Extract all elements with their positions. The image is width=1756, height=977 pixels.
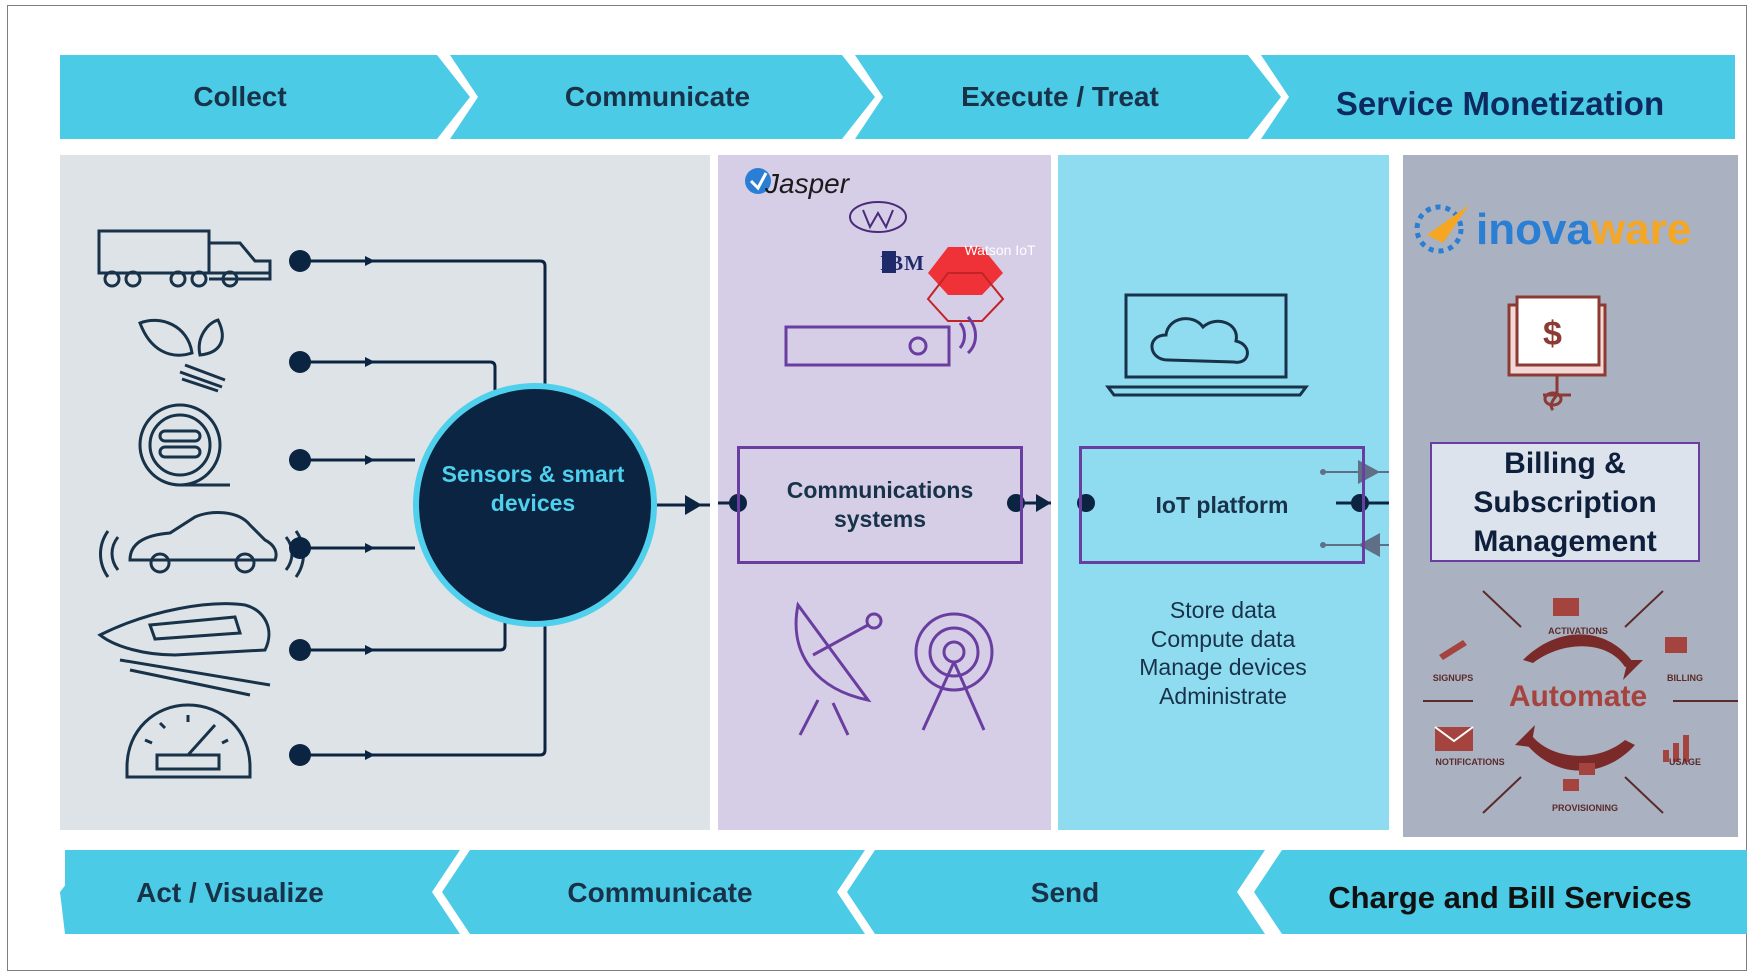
stage-collect: Collect: [193, 81, 287, 112]
jasper-logo-icon: [745, 168, 771, 194]
ibm-logo-text: IBM: [880, 251, 925, 275]
watson-logo-icon: [928, 247, 1003, 295]
usage-label: USAGE: [1668, 757, 1701, 767]
platform-function-manage: Manage devices: [1139, 654, 1307, 680]
top-chevron-collect: [60, 55, 470, 139]
monetization-graphics: $: [1414, 204, 1738, 814]
hub-circle: [419, 389, 651, 621]
stage-communicate: Communicate: [564, 81, 751, 112]
hub-label: Sensors & smart devices: [441, 461, 625, 516]
communications-graphics: [718, 168, 1051, 736]
top-chevron-execute: [855, 55, 1281, 139]
satellite-dish-icon: [794, 601, 883, 736]
billing-icon: [1665, 637, 1687, 653]
billing-subscription-label: Billing & Subscription Management: [1473, 446, 1657, 558]
gauge-icon: [125, 703, 252, 779]
automate-cycle: [1423, 590, 1738, 814]
billing-monitor-icon: $: [1507, 295, 1607, 412]
stage-send: Send: [1030, 877, 1100, 908]
bottom-chevron-act: [65, 850, 460, 934]
notifications-label: NOTIFICATIONS: [1435, 757, 1505, 767]
bottom-chevron-send: [847, 850, 1265, 934]
router-icon: [784, 315, 977, 367]
radio-tower-icon: [914, 612, 994, 731]
platform-panel: [1058, 155, 1389, 830]
provisioning-label: PROVISIONING: [1551, 803, 1618, 813]
plant-bulb-icon: [138, 318, 226, 393]
connected-car-icon: [99, 511, 305, 578]
inovaware-logo-icon: [1414, 204, 1469, 254]
w-logo-icon: [849, 201, 907, 233]
devices-graphics: [97, 229, 710, 779]
provisioning-icon: [1563, 763, 1595, 791]
stage-execute-treat: Execute / Treat: [961, 81, 1159, 112]
automate-arrow-top: [1523, 634, 1635, 667]
bottom-chevron-communicate: [442, 850, 865, 934]
communications-box-label: Communications systems: [786, 477, 974, 532]
bottom-chevron-act-tip: [60, 850, 92, 934]
svg-text:$: $: [1543, 315, 1562, 353]
bottom-chevron-charge: [1254, 850, 1747, 934]
platform-function-compute: Compute data: [1150, 625, 1296, 652]
inovaware-logo-suffix: ware: [1590, 205, 1692, 254]
communications-box: Communications systems: [737, 446, 1023, 564]
signups-icon: [1439, 640, 1467, 660]
signups-label: SIGNUPS: [1432, 673, 1474, 683]
platform-function-store: Store data: [1169, 597, 1277, 623]
iot-platform-box-label: IoT platform: [1155, 491, 1289, 518]
stage-service-monetization: Service Monetization: [1335, 85, 1665, 122]
billing-label: BILLING: [1667, 673, 1703, 683]
ibm-logo-icon: [882, 251, 896, 273]
usage-icon: [1663, 735, 1689, 762]
watson-logo-text: Watson IoT: [964, 242, 1036, 258]
inovaware-logo-prefix: inova: [1476, 205, 1591, 254]
inovaware-logo-text: inovaware: [1476, 206, 1691, 254]
automate-label: Automate: [1508, 680, 1648, 713]
cloud-laptop-icon: [1105, 293, 1309, 397]
top-chevron-monetization: [1261, 55, 1735, 139]
truck-icon: [97, 229, 272, 288]
platform-function-list: Store data Compute data Manage devices A…: [1080, 596, 1366, 710]
top-chevron-communicate: [450, 55, 875, 139]
meter-icon: [138, 403, 230, 487]
stage-act-visualize: Act / Visualize: [136, 877, 324, 908]
activations-label: ACTIVATIONS: [1548, 626, 1608, 636]
billing-subscription-box: Billing & Subscription Management: [1430, 442, 1700, 562]
stage-communicate-bottom: Communicate: [567, 877, 753, 908]
train-icon: [97, 602, 271, 697]
activations-icon: [1553, 598, 1579, 616]
jasper-logo-text: Jasper: [765, 168, 850, 199]
stage-charge-bill: Charge and Bill Services: [1328, 880, 1692, 915]
iot-platform-box: IoT platform: [1079, 446, 1365, 564]
platform-function-administrate: Administrate: [1159, 682, 1287, 709]
automate-arrow-bottom: [1523, 737, 1635, 771]
